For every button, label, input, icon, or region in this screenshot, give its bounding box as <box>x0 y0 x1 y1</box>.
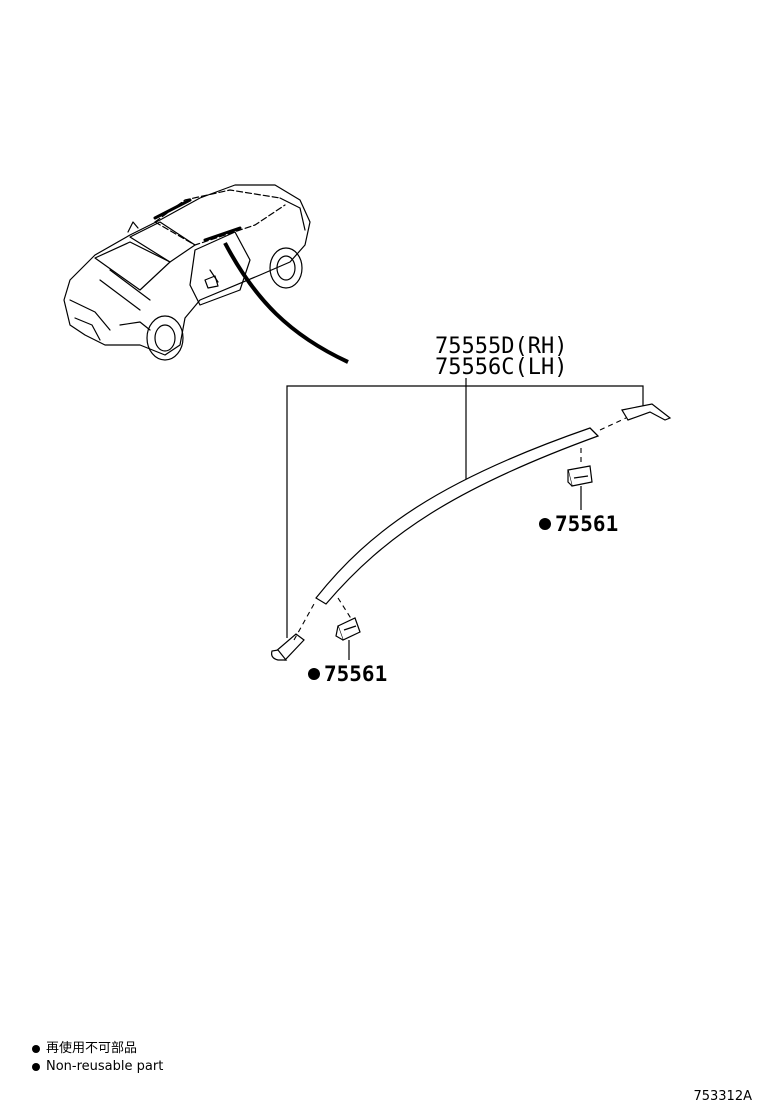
bullet-icon <box>32 1063 40 1071</box>
car-illustration <box>63 184 311 361</box>
legend-row-en: Non-reusable part <box>32 1058 163 1076</box>
legend: 再使用不可部品 Non-reusable part <box>32 1040 163 1076</box>
label-molding-rh: 75555D(RH) <box>435 334 567 359</box>
label-clip-upper: 75561 <box>555 512 618 536</box>
clip-upper <box>567 465 593 487</box>
assembly-dashes <box>293 417 627 641</box>
roof-molding <box>315 427 600 605</box>
bullet-icon <box>32 1045 40 1053</box>
label-clip-lower: 75561 <box>324 662 387 686</box>
molding-end-rear <box>621 403 672 421</box>
figure-id: 753312A <box>693 1089 752 1104</box>
legend-text-jp: 再使用不可部品 <box>46 1041 138 1056</box>
label-molding-lh: 75556C(LH) <box>435 355 567 380</box>
non-reusable-dot-upper <box>539 518 551 530</box>
pointer-line <box>223 242 349 364</box>
molding-end-front <box>271 633 305 661</box>
non-reusable-dot-lower <box>308 668 320 680</box>
legend-row-jp: 再使用不可部品 <box>32 1040 163 1058</box>
leader-bracket <box>286 378 644 638</box>
legend-text-en: Non-reusable part <box>46 1059 164 1074</box>
clip-lower <box>335 617 361 641</box>
